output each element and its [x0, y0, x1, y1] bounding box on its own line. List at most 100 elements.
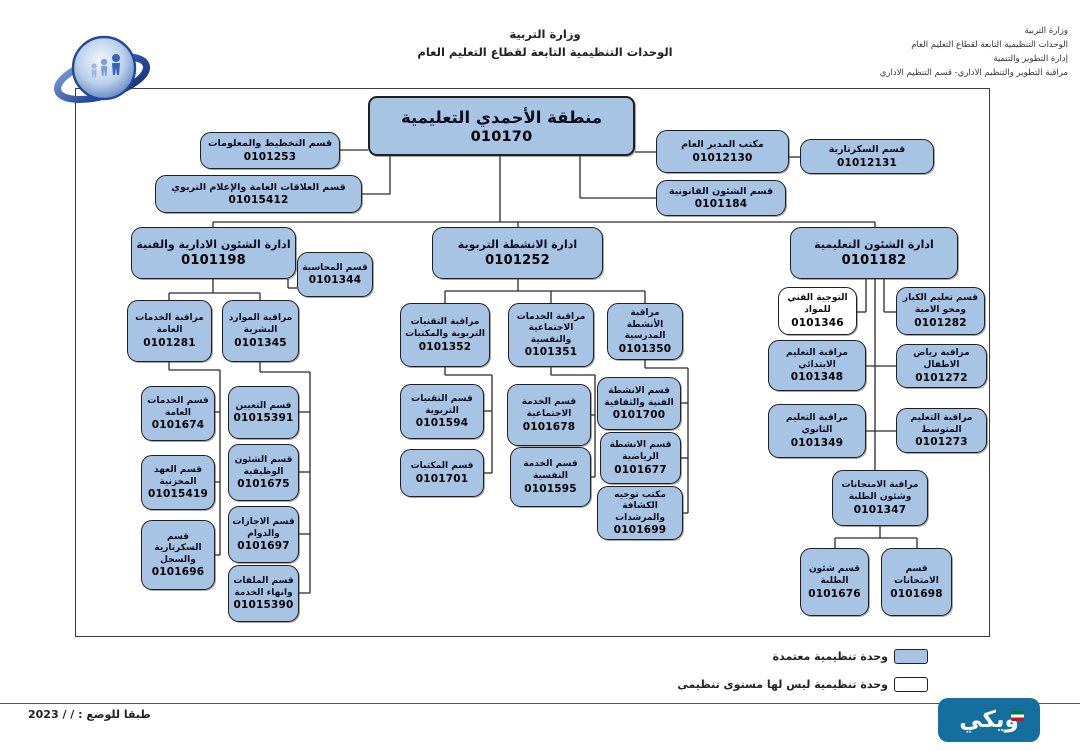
node-code: 01015391: [233, 412, 294, 425]
node-code: 0101676: [808, 587, 861, 600]
org-node-job-affairs: قسم الشئون الوظيفية 0101675: [228, 444, 299, 501]
node-code: 0101182: [841, 252, 907, 268]
footer-date-label: طبقا للوضع : / / 2023: [28, 708, 151, 721]
node-label: قسم السكرتارية والسجل: [154, 531, 202, 565]
node-label: مراقبة الخدمات الاجتماعية والنفسية: [516, 311, 586, 345]
watermark-text: ويكي: [959, 707, 1019, 733]
node-code: 01015419: [147, 488, 209, 501]
kuwait-flag-icon: [1011, 711, 1024, 721]
header-right-block: وزارة التربية الوحدات التنظيمية التابعة …: [808, 24, 1068, 80]
org-node-accounting: قسم المحاسبة 0101344: [297, 252, 373, 297]
node-code: 0101678: [522, 420, 576, 433]
org-node-warehouse: قسم العهد المخزنية 01015419: [141, 455, 215, 510]
node-code: 01015390: [233, 599, 294, 612]
org-node-social-monitor: مراقبة الخدمات الاجتماعية والنفسية 01013…: [508, 303, 594, 367]
node-label: قسم السكرتارية: [828, 144, 906, 156]
org-node-secondary-monitor: مراقبة التعليم الثانوي 0101349: [768, 404, 866, 458]
footer-divider: [0, 703, 1080, 704]
org-node-psych-service: قسم الخدمة النفسية 0101595: [510, 447, 591, 507]
node-label: مراقبة التعليم الابتدائي: [785, 347, 849, 370]
node-label: مراقبة الخدمات العامة: [135, 313, 204, 335]
node-label: ادارة الانشطة التربوية: [457, 238, 578, 252]
node-label: قسم التخطيط والمعلومات: [207, 138, 333, 150]
org-node-planning: قسم التخطيط والمعلومات 0101253: [200, 132, 340, 169]
node-code: 0101594: [415, 417, 469, 430]
org-node-art-activities: قسم الانشطة الفنية والثقافية 0101700: [597, 377, 681, 430]
org-node-school-activities-monitor: مراقبة الأنشطة المدرسية 0101350: [607, 303, 683, 360]
org-node-leaves: قسم الاجازات والدوام 0101697: [228, 506, 299, 563]
node-code: 0101273: [915, 436, 968, 449]
org-node-libraries: قسم المكتبات 0101701: [400, 449, 484, 497]
org-node-social-service: قسم الخدمة الاجتماعية 0101678: [507, 384, 591, 446]
node-code: 0101674: [151, 419, 205, 432]
node-code: 0101699: [613, 524, 667, 537]
org-node-scouts: مكتب توجيه الكشافة والمرشدات 0101699: [597, 486, 683, 540]
units-subtitle: الوحدات التنظيمية التابعة لقطاع التعليم …: [417, 44, 673, 59]
org-node-files: قسم الملفات وانهاء الخدمة 01015390: [228, 565, 299, 622]
org-node-exams: قسم الامتحانات 0101698: [881, 548, 952, 616]
node-code: 0101281: [143, 336, 196, 349]
hdr-right-line4: مراقبة التطوير والتنظيم الاداري- قسم الت…: [879, 68, 1068, 79]
node-code: 0101701: [415, 472, 469, 485]
wiki-watermark: ويكي: [938, 698, 1040, 742]
node-label: قسم العلاقات العامة والإعلام التربوي: [171, 181, 346, 193]
node-label: قسم الشئون الوظيفية: [234, 454, 293, 477]
node-code: 0101351: [524, 346, 578, 359]
ministry-logo-icon: [50, 26, 154, 122]
org-node-primary-monitor: مراقبة التعليم الابتدائي 0101348: [768, 340, 866, 391]
node-label: قسم الانشطة الرياضية: [609, 440, 672, 462]
node-code: 0101700: [612, 409, 666, 422]
node-code: 0101252: [485, 252, 550, 268]
org-node-activities-dept: ادارة الانشطة التربوية 0101252: [432, 227, 603, 279]
org-node-root: منطقة الأحمدي التعليمية 010170: [368, 96, 635, 156]
node-code: 0101282: [914, 316, 967, 329]
header-center-title: وزارة التربية الوحدات التنظيمية التابعة …: [380, 26, 710, 62]
org-node-general-services: قسم الخدمات العامة 0101674: [141, 386, 215, 441]
org-node-student-affairs: قسم شئون الطلبة 0101676: [800, 548, 869, 616]
org-node-director-office: مكتب المدير العام 01012130: [656, 130, 789, 173]
node-label: قسم العهد المخزنية: [154, 464, 202, 487]
org-node-legal: قسم الشئون القانونية 0101184: [656, 180, 786, 216]
legend-swatch-no-level: [894, 677, 928, 692]
node-label: منطقة الأحمدي التعليمية: [400, 108, 603, 128]
node-code: 0101198: [181, 252, 246, 268]
hdr-right-line3: إدارة التطوير والتنمية: [993, 54, 1068, 65]
node-label: قسم المحاسبة: [302, 262, 368, 273]
node-label: مكتب المدير العام: [681, 139, 764, 151]
org-node-education-affairs: ادارة الشئون التعليمية 0101182: [790, 227, 958, 279]
org-node-sports: قسم الانشطة الرياضية 0101677: [600, 432, 681, 484]
node-code: 01015412: [228, 194, 289, 207]
org-node-appointment: قسم التعيين 01015391: [228, 386, 299, 439]
node-code: 0101344: [308, 274, 362, 287]
node-code: 01012131: [836, 156, 898, 169]
node-label: قسم الملفات وانهاء الخدمة: [233, 575, 294, 598]
org-node-secretariat: قسم السكرتارية 01012131: [800, 139, 934, 174]
node-label: قسم الاجازات والدوام: [232, 516, 295, 539]
org-node-intermediate-monitor: مراقبة التعليم المتوسط 0101273: [896, 408, 987, 453]
node-label: قسم الامتحانات: [894, 564, 939, 586]
node-label: قسم تعليم الكبار ومحو الامية: [902, 293, 979, 315]
node-code: 0101184: [694, 198, 748, 211]
node-code: 0101677: [614, 463, 667, 476]
node-label: ادارة الشئون التعليمية: [814, 238, 934, 252]
node-code: 0101346: [791, 316, 844, 329]
node-code: 0101253: [243, 150, 297, 163]
org-node-hr-monitor: مراقبة الموارد البشرية 0101345: [222, 300, 299, 362]
node-label: مراقبة التقنيات التربوية والمكتبات: [405, 317, 485, 339]
node-label: مراقبة رياض الاطفال: [913, 348, 970, 370]
node-label: قسم الشئون القانونية: [668, 185, 774, 197]
node-code: 0101696: [151, 566, 205, 579]
org-node-subject-guidance: التوجية الفني للمواد 0101346: [778, 287, 857, 335]
org-node-adult-edu: قسم تعليم الكبار ومحو الامية 0101282: [896, 287, 985, 335]
node-label: مراقبة التعليم الثانوي: [785, 413, 849, 435]
node-code: 0101697: [237, 540, 290, 553]
legend-no-level: وحدة تنظيمية ليس لها مستوى تنظيمى: [677, 677, 928, 692]
org-node-secretariat-registry: قسم السكرتارية والسجل 0101696: [141, 520, 215, 590]
node-code: 0101347: [853, 503, 907, 516]
node-label: قسم شئون الطلبة: [808, 564, 861, 586]
node-label: مراقبة التعليم المتوسط: [910, 412, 973, 435]
ministry-title: وزارة التربية: [509, 27, 581, 41]
legend-swatch-approved: [894, 649, 928, 664]
